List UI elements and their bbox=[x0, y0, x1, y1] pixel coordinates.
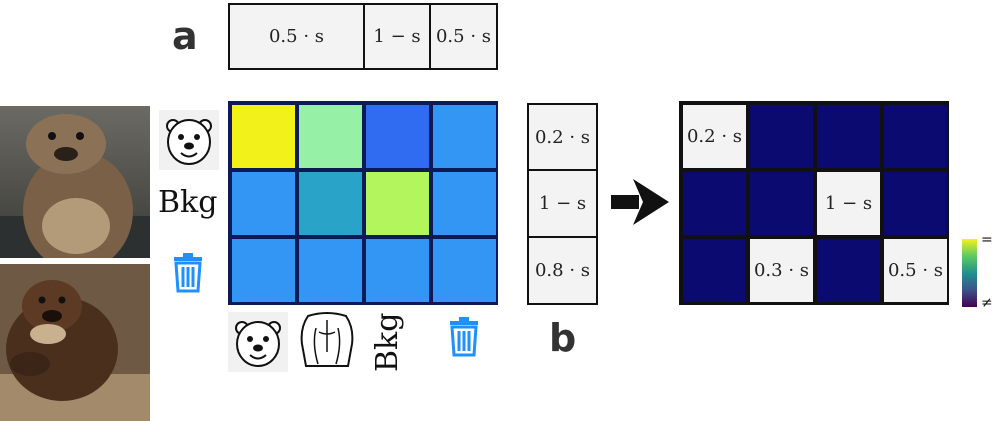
matrix-a-cell bbox=[297, 103, 364, 170]
matrix-b-cell bbox=[748, 103, 815, 170]
matrix-a-cell bbox=[297, 170, 364, 237]
panel-label-b: b bbox=[549, 316, 577, 360]
colorbar-label-top: = bbox=[981, 232, 993, 248]
matrix-a-cell bbox=[230, 170, 297, 237]
side-box-2: 0.8 · s bbox=[527, 236, 598, 305]
matrix-b-cell bbox=[815, 103, 882, 170]
top-box-row: 0.5 · s 1 − s 0.5 · s bbox=[228, 3, 498, 70]
otter-photo-top bbox=[0, 106, 150, 258]
otter-face-icon bbox=[228, 312, 288, 372]
colorbar-label-bottom: ≠ bbox=[981, 295, 993, 311]
matrix-b-cell bbox=[681, 237, 748, 304]
matrix-a-cell bbox=[431, 170, 498, 237]
matrix-b-cell-value: 0.3 · s bbox=[748, 237, 815, 304]
matrix-a-cell bbox=[364, 103, 431, 170]
matrix-a-cell bbox=[230, 237, 297, 304]
matrix-a-cell bbox=[431, 103, 498, 170]
matrix-a-cell bbox=[431, 237, 498, 304]
top-box-2: 0.5 · s bbox=[429, 3, 498, 70]
side-box-1: 1 − s bbox=[527, 169, 598, 238]
matrix-a-cell bbox=[364, 170, 431, 237]
otter-photo-bottom bbox=[0, 264, 150, 421]
matrix-b-cell bbox=[882, 103, 949, 170]
row-label-bkg: Bkg bbox=[158, 185, 218, 220]
otter-face-icon bbox=[159, 110, 219, 170]
top-box-0: 0.5 · s bbox=[228, 3, 365, 70]
matrix-a-cell bbox=[364, 237, 431, 304]
matrix-b-cell-value: 0.2 · s bbox=[681, 103, 748, 170]
matrix-b-cell-value: 1 − s bbox=[815, 170, 882, 237]
side-box-column: 0.2 · s 1 − s 0.8 · s bbox=[527, 103, 598, 305]
panel-label-a: a bbox=[172, 14, 198, 58]
matrix-a bbox=[228, 101, 498, 305]
matrix-a-cell bbox=[297, 237, 364, 304]
matrix-a-cell bbox=[230, 103, 297, 170]
matrix-b-cell bbox=[681, 170, 748, 237]
col-label-bkg: Bkg bbox=[370, 312, 405, 372]
matrix-b-cell bbox=[748, 170, 815, 237]
side-box-0: 0.2 · s bbox=[527, 103, 598, 171]
trash-icon bbox=[170, 253, 206, 293]
colorbar bbox=[962, 239, 977, 307]
top-box-1: 1 − s bbox=[363, 3, 431, 70]
trash-icon bbox=[446, 317, 482, 357]
right-arrow-icon bbox=[611, 179, 669, 225]
matrix-b-cell bbox=[882, 170, 949, 237]
torso-icon bbox=[298, 310, 356, 370]
matrix-b-cell-value: 0.5 · s bbox=[882, 237, 949, 304]
matrix-b-cell bbox=[815, 237, 882, 304]
